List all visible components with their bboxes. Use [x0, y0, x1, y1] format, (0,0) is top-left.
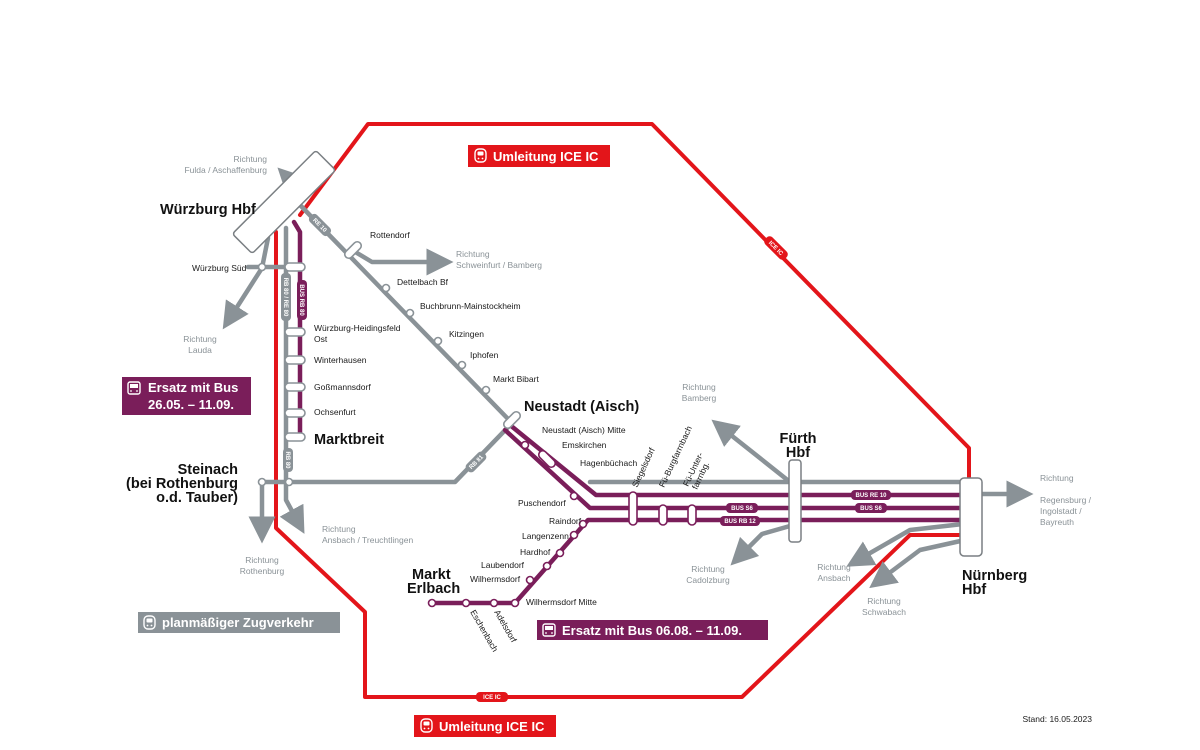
- dir-regensburg-line4: Bayreuth: [1040, 517, 1074, 527]
- stand-date: Stand: 16.05.2023: [1023, 714, 1093, 724]
- dir-cadolzburg-line2: Cadolzburg: [686, 575, 730, 585]
- city-steinach-line2: (bei Rothenburg: [126, 476, 238, 492]
- station-nodes: [257, 240, 697, 608]
- city-marktbreit: Marktbreit: [314, 432, 384, 448]
- badge-detour-top: Umleitung ICE IC: [468, 145, 610, 167]
- tag-bus-re10: BUS RE 10: [855, 493, 887, 499]
- badge-regular-text: planmäßiger Zugverkehr: [162, 615, 314, 630]
- station-laubendorf: Laubendorf: [481, 560, 525, 570]
- station-iphofen: Iphofen: [470, 350, 499, 360]
- dir-rothenburg-line2: Rothenburg: [240, 566, 285, 576]
- city-wuerzburg: Würzburg Hbf: [160, 202, 256, 218]
- city-nuernberg-line2: Hbf: [962, 582, 986, 598]
- city-markt-erlbach-line1: Markt: [412, 567, 451, 583]
- tag-rb80-re80: RB 80 / RE 80: [282, 278, 288, 317]
- bus-icon: [127, 381, 141, 395]
- station-markt-bibart: Markt Bibart: [493, 374, 539, 384]
- station-ochsenfurt: Ochsenfurt: [314, 407, 356, 417]
- dir-bamberg-line2: Bamberg: [682, 393, 717, 403]
- dir-fulda-line1: Richtung: [233, 154, 267, 164]
- tag-bus-rb12: BUS RB 12: [724, 519, 756, 525]
- dir-ansbach-line2: Ansbach: [817, 573, 850, 583]
- badge-bus-replacement-2: Ersatz mit Bus 06.08. – 11.09.: [537, 620, 768, 640]
- station-rottendorf: Rottendorf: [370, 230, 410, 240]
- station-adelsdorf: Adelsdorf: [492, 608, 519, 645]
- station-winterhausen: Winterhausen: [314, 355, 367, 365]
- dir-rothenburg-line1: Richtung: [245, 555, 279, 565]
- hub-nuernberg: [959, 477, 983, 557]
- dir-ansbach-line1: Richtung: [817, 562, 851, 572]
- badge-bus-replacement-1: Ersatz mit Bus 26.05. – 11.09.: [122, 377, 251, 415]
- badge-detour-bottom: Umleitung ICE IC: [414, 715, 556, 737]
- dir-regensburg-line2: Regensburg /: [1040, 495, 1092, 505]
- dir-regensburg-line3: Ingolstadt /: [1040, 506, 1082, 516]
- tag-bus-rb80: BUS RB 80: [298, 284, 304, 316]
- city-steinach-line3: o.d. Tauber): [156, 490, 238, 506]
- hub-fuerth: [788, 459, 802, 543]
- station-neustadt-mitte: Neustadt (Aisch) Mitte: [542, 425, 626, 435]
- detour-route-ice-ic: [274, 122, 971, 699]
- station-dettelbach: Dettelbach Bf: [397, 277, 449, 287]
- badge-regular-service: planmäßiger Zugverkehr: [138, 612, 340, 633]
- hub-wuerzburg: [232, 150, 336, 254]
- station-hardhof: Hardhof: [520, 547, 551, 557]
- station-hagenbuechach: Hagenbüchach: [580, 458, 637, 468]
- tag-ice-ic-bottom: ICE IC: [483, 695, 501, 701]
- train-icon: [474, 148, 487, 163]
- train-icon: [420, 718, 433, 733]
- dir-lauda-line1: Richtung: [183, 334, 217, 344]
- station-wilhermsdorf-mitte: Wilhermsdorf Mitte: [526, 597, 597, 607]
- city-labels: Würzburg Hbf Neustadt (Aisch) Marktbreit…: [126, 202, 1027, 598]
- badge-bus-1-line1: Ersatz mit Bus: [148, 380, 238, 395]
- dir-regensburg-line1: Richtung: [1040, 473, 1074, 483]
- dir-schwabach-line1: Richtung: [867, 596, 901, 606]
- station-heidingsfeld-line1: Würzburg-Heidingsfeld: [314, 323, 401, 333]
- station-buchbrunn: Buchbrunn-Mainstockheim: [420, 301, 521, 311]
- badge-bus-1-line2: 26.05. – 11.09.: [148, 397, 234, 412]
- station-gossmannsdorf: Goßmannsdorf: [314, 382, 371, 392]
- city-steinach-line1: Steinach: [178, 462, 238, 478]
- badge-bus-2-text: Ersatz mit Bus 06.08. – 11.09.: [562, 623, 742, 638]
- bus-icon: [542, 623, 556, 637]
- city-nuernberg-line1: Nürnberg: [962, 568, 1027, 584]
- dir-fulda-line2: Fulda / Aschaffenburg: [184, 165, 267, 175]
- dir-ansbach-treuchtlingen-line2: Ansbach / Treuchtlingen: [322, 535, 413, 545]
- city-neustadt: Neustadt (Aisch): [524, 399, 639, 415]
- dir-bamberg-line1: Richtung: [682, 382, 716, 392]
- station-heidingsfeld-line2: Ost: [314, 334, 328, 344]
- dir-schweinfurt-line1: Richtung: [456, 249, 490, 259]
- station-langenzenn: Langenzenn: [522, 531, 569, 541]
- dir-cadolzburg-line1: Richtung: [691, 564, 725, 574]
- station-puschendorf: Puschendorf: [518, 498, 566, 508]
- station-kitzingen: Kitzingen: [449, 329, 484, 339]
- dir-lauda-line2: Lauda: [188, 345, 212, 355]
- direction-labels: Richtung Fulda / Aschaffenburg Richtung …: [183, 154, 1091, 617]
- tag-bus-s6-b: BUS S6: [860, 506, 882, 512]
- station-raindorf: Raindorf: [549, 516, 582, 526]
- train-icon: [143, 615, 156, 630]
- dir-schweinfurt-line2: Schweinfurt / Bamberg: [456, 260, 542, 270]
- dir-schwabach-line2: Schwabach: [862, 607, 906, 617]
- station-wilhermsdorf: Wilhermsdorf: [470, 574, 521, 584]
- tag-bus-s6-a: BUS S6: [731, 506, 753, 512]
- badge-detour-bottom-text: Umleitung ICE IC: [439, 719, 545, 734]
- bus-replacement-lines: [291, 219, 966, 606]
- dir-ansbach-treuchtlingen-line1: Richtung: [322, 524, 356, 534]
- tag-rb80: RB 80: [284, 451, 290, 469]
- station-emskirchen: Emskirchen: [562, 440, 607, 450]
- city-fuerth-line1: Fürth: [779, 431, 816, 447]
- city-fuerth-line2: Hbf: [786, 445, 810, 461]
- station-wuerzburg-sued: Würzburg Süd: [192, 263, 247, 273]
- line-tags: RE 10 RB 80 / RE 80 BUS RB 80 RB 80 RB 8…: [281, 213, 891, 702]
- badge-detour-top-text: Umleitung ICE IC: [493, 149, 599, 164]
- city-markt-erlbach-line2: Erlbach: [407, 581, 460, 597]
